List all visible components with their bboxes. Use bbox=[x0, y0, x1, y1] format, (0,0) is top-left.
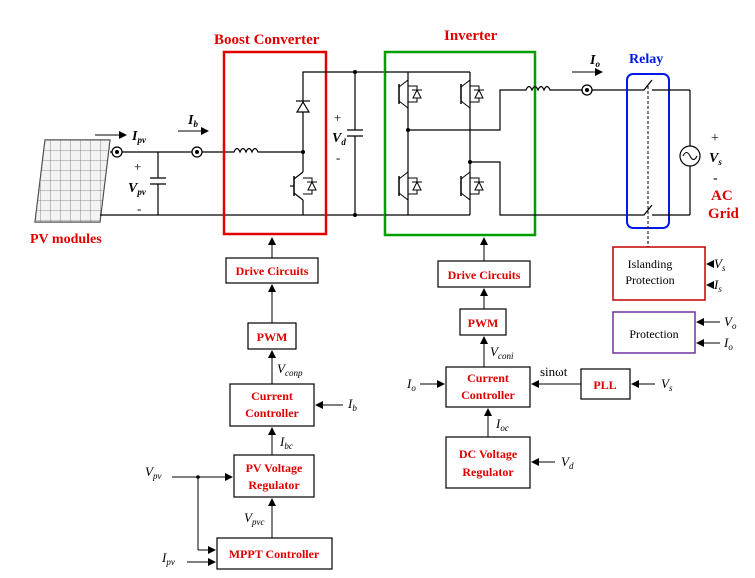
vd-input-label: Vd bbox=[561, 454, 574, 471]
vconi-label: Vconi bbox=[490, 344, 514, 361]
is-islanding-label: Is bbox=[713, 277, 722, 294]
svg-text:Protection: Protection bbox=[625, 273, 674, 287]
ib-label: Ib bbox=[187, 113, 198, 129]
svg-text:Controller: Controller bbox=[245, 406, 299, 420]
svg-text:Controller: Controller bbox=[461, 388, 515, 402]
svg-text:Drive Circuits: Drive Circuits bbox=[236, 264, 309, 278]
drive-circuits-boost-block bbox=[225, 257, 319, 284]
ibc-label: Ibc bbox=[279, 434, 293, 451]
output-inductor-icon bbox=[520, 85, 586, 92]
boost-inductor-icon bbox=[228, 147, 303, 154]
pwm-boost-block bbox=[247, 322, 297, 350]
svg-text:-: - bbox=[713, 171, 718, 186]
svg-text:PLL: PLL bbox=[593, 378, 616, 392]
inverter-title: Inverter bbox=[444, 28, 498, 44]
current-controller-inverter-block bbox=[445, 366, 531, 408]
drive-circuits-inverter-block bbox=[437, 260, 531, 288]
svg-text:Regulator: Regulator bbox=[248, 478, 300, 492]
boost-converter-frame bbox=[222, 50, 328, 236]
protection-block bbox=[612, 311, 696, 354]
vo-protection-label: Vo bbox=[724, 314, 737, 331]
vpv-label: Vpv bbox=[128, 181, 147, 197]
vs-label: Vs bbox=[709, 151, 722, 167]
svg-text:Current: Current bbox=[251, 389, 293, 403]
pv-voltage-regulator-block bbox=[233, 454, 315, 498]
boost-switch-icon bbox=[290, 171, 317, 201]
relay-contacts-icon bbox=[632, 79, 690, 258]
inverter-switch-3-icon bbox=[398, 171, 422, 201]
svg-text:PV Voltage: PV Voltage bbox=[246, 461, 303, 475]
svg-text:+: + bbox=[711, 131, 719, 146]
ac-grid-label-1: AC bbox=[711, 188, 733, 204]
pv-capacitor-icon bbox=[150, 152, 166, 215]
io-label: Io bbox=[589, 53, 600, 69]
inverter-switch-2-icon bbox=[460, 79, 484, 109]
svg-text:Current: Current bbox=[467, 371, 509, 385]
ipv-label: Ipv bbox=[131, 129, 147, 145]
islanding-protection-block bbox=[612, 246, 706, 301]
ib-input-label: Ib bbox=[347, 396, 357, 413]
vpvc-label: Vpvc bbox=[244, 510, 264, 527]
dc-voltage-regulator-block bbox=[445, 436, 531, 489]
svg-text:PWM: PWM bbox=[257, 330, 288, 344]
inverter-switch-1-icon bbox=[398, 79, 422, 109]
pv-modules-icon bbox=[34, 139, 111, 223]
inverter-switch-4-icon bbox=[460, 171, 484, 201]
svg-text:-: - bbox=[336, 150, 340, 165]
pll-block bbox=[580, 368, 631, 400]
ioc-label: Ioc bbox=[495, 416, 509, 433]
current-controller-boost-block bbox=[229, 383, 315, 427]
svg-text:-: - bbox=[137, 201, 141, 216]
pwm-inverter-block bbox=[459, 308, 507, 336]
vd-label: Vd bbox=[332, 131, 346, 147]
vs-pll-input-label: Vs bbox=[661, 376, 673, 393]
svg-text:MPPT Controller: MPPT Controller bbox=[229, 547, 320, 561]
svg-text:Protection: Protection bbox=[629, 327, 678, 341]
svg-text:+: + bbox=[134, 159, 141, 174]
mppt-controller-block bbox=[216, 537, 333, 570]
ipv-input-label: Ipv bbox=[161, 550, 175, 567]
sinwt-label: sinωt bbox=[540, 364, 568, 379]
ac-source-icon bbox=[679, 145, 701, 167]
boost-converter-title: Boost Converter bbox=[214, 32, 320, 48]
svg-text:+: + bbox=[334, 110, 341, 125]
io-input-label: Io bbox=[406, 376, 416, 393]
vs-islanding-label: Vs bbox=[714, 256, 726, 273]
svg-text:Drive Circuits: Drive Circuits bbox=[448, 268, 521, 282]
ac-grid-label-2: Grid bbox=[708, 206, 739, 222]
vpv-input-label: Vpv bbox=[145, 464, 161, 481]
relay-title: Relay bbox=[629, 52, 663, 67]
inverter-frame bbox=[383, 50, 537, 237]
dc-link-capacitor-icon bbox=[347, 72, 363, 215]
pv-modules-label: PV modules bbox=[30, 232, 102, 247]
boost-diode-icon bbox=[295, 100, 311, 113]
svg-text:Islanding: Islanding bbox=[628, 257, 673, 271]
svg-text:Regulator: Regulator bbox=[462, 465, 514, 479]
svg-text:DC Voltage: DC Voltage bbox=[459, 447, 518, 461]
svg-text:PWM: PWM bbox=[468, 316, 499, 330]
io-protection-label: Io bbox=[723, 335, 733, 352]
vconp-label: Vconp bbox=[277, 361, 303, 378]
